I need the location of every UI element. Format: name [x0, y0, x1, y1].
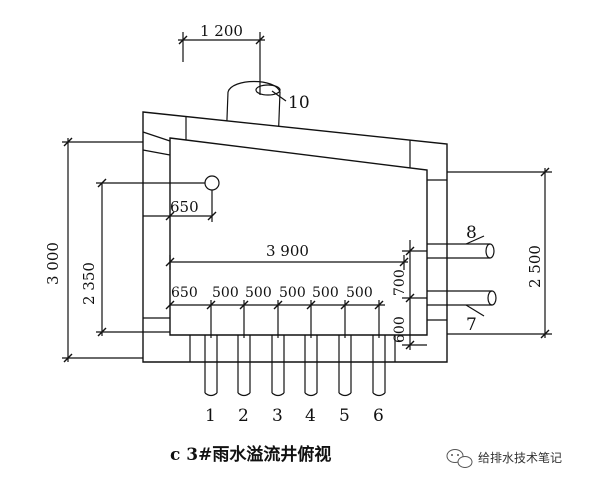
dim-right-total-label: 2 500 — [526, 245, 544, 288]
dim-inner-width: 3 900 — [165, 242, 409, 270]
spacing-label-4: 500 — [279, 285, 306, 301]
dim-top-width-label: 1 200 — [200, 22, 243, 40]
pipe-7 — [427, 290, 497, 306]
pipe-6 — [372, 335, 386, 397]
spacing-label-3: 500 — [245, 285, 272, 301]
pipe-label-10: 10 — [288, 93, 310, 113]
inspection-hole — [204, 175, 220, 191]
pipe-label-1: 1 — [205, 406, 216, 426]
pipe-label-6: 6 — [373, 406, 384, 426]
spacing-label-5: 500 — [312, 285, 339, 301]
pipe-8 — [427, 243, 495, 259]
dim-left-inner: 2 350 — [80, 178, 205, 337]
pipe-label-4: 4 — [305, 406, 316, 426]
watermark-text: 给排水技术笔记 — [478, 450, 562, 465]
dim-left-inner-label: 2 350 — [80, 262, 98, 305]
bottom-pipes — [204, 335, 386, 397]
dim-left-total: 3 000 — [44, 137, 143, 363]
pipe-label-3: 3 — [272, 406, 283, 426]
dim-top-width: 1 200 — [178, 22, 265, 95]
pipe-label-8: 8 — [466, 223, 477, 243]
pipe-3 — [271, 335, 285, 397]
dim-pipe-spacing: 650 500 500 500 500 500 — [165, 285, 385, 338]
dim-offset: 650 — [143, 190, 217, 222]
dim-right-small: 700 600 — [392, 240, 427, 350]
dim-offset-label: 650 — [170, 198, 199, 216]
wechat-icon — [446, 449, 473, 468]
dim-inner-width-label: 3 900 — [266, 242, 309, 260]
pipe-label-5: 5 — [339, 406, 350, 426]
dim-right-upper-label: 700 — [392, 269, 408, 296]
pipe-2 — [237, 335, 251, 397]
drawing-caption: c 3#雨水溢流井俯视 — [170, 444, 331, 465]
pipe-4 — [304, 335, 318, 397]
pipe-label-2: 2 — [238, 406, 249, 426]
spacing-label-2: 500 — [212, 285, 239, 301]
pipe-5 — [338, 335, 352, 397]
dim-right-total: 2 500 — [447, 167, 552, 339]
dim-right-lower-label: 600 — [392, 316, 408, 343]
well-walls — [142, 111, 448, 363]
pipe-label-7: 7 — [466, 315, 477, 335]
spacing-label-1: 650 — [171, 285, 198, 301]
dim-left-total-label: 3 000 — [44, 242, 62, 285]
spacing-label-6: 500 — [346, 285, 373, 301]
pipe-1 — [204, 335, 218, 397]
